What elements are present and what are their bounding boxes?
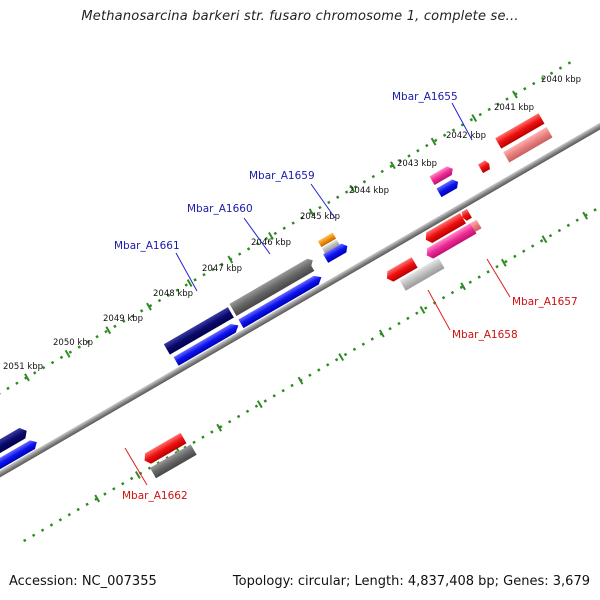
map-title: Methanosarcina barkeri str. fusaro chrom… — [81, 9, 519, 24]
leader-line — [310, 183, 336, 219]
genome-summary-text: Topology: circular; Length: 4,837,408 bp… — [232, 574, 590, 589]
tick-label: 2041 kbp — [494, 103, 534, 113]
tick-label: 2043 kbp — [397, 159, 437, 169]
scale-tick-labels: 2040 kbp 2041 kbp 2042 kbp 2043 kbp 2044… — [3, 75, 581, 372]
leader-line — [486, 258, 511, 298]
gene-small-red[interactable] — [478, 159, 492, 174]
gene-label-a1662[interactable]: Mbar_A1662 — [122, 490, 188, 502]
tick-label: 2050 kbp — [53, 338, 93, 348]
gene-a1660-dgray[interactable] — [229, 257, 317, 317]
gene-a1658-lgray[interactable] — [399, 257, 445, 291]
inner-track — [23, 178, 600, 543]
gene-a1657-red[interactable] — [423, 213, 466, 245]
gene-a1657-lred[interactable] — [470, 219, 482, 232]
gene-a1662-red[interactable] — [142, 432, 187, 466]
gene-edge-red[interactable] — [495, 113, 545, 149]
gene-a1657-small-red[interactable] — [460, 209, 472, 222]
gene-left-blue[interactable] — [0, 438, 39, 478]
backbone — [0, 106, 600, 494]
gene-a1660-blue[interactable] — [238, 273, 323, 329]
tick-label: 2051 kbp — [3, 362, 43, 372]
leader-line — [243, 217, 271, 255]
gene-label-a1655[interactable]: Mbar_A1655 — [392, 91, 458, 103]
leader-line — [451, 102, 473, 141]
tick-label: 2042 kbp — [446, 131, 486, 141]
gene-a1659-blue[interactable] — [323, 242, 350, 263]
tick-label: 2049 kbp — [103, 314, 143, 324]
gene-label-a1658[interactable]: Mbar_A1658 — [452, 329, 518, 341]
tick-label: 2047 kbp — [202, 264, 242, 274]
gene-a1655-blue[interactable] — [436, 177, 460, 198]
gene-label-a1661[interactable]: Mbar_A1661 — [114, 240, 180, 252]
gene-a1659-lgray[interactable] — [321, 239, 340, 254]
gene-a1661-blue[interactable] — [173, 321, 241, 366]
tick-label: 2046 kbp — [251, 238, 291, 248]
accession-text: Accession: NC_007355 — [9, 574, 157, 589]
gene-left-navy[interactable] — [0, 426, 30, 465]
tick-label: 2040 kbp — [541, 75, 581, 85]
gene-a1661-navy[interactable] — [163, 307, 234, 355]
gene-a1655-pink[interactable] — [429, 164, 455, 186]
gene-label-a1659[interactable]: Mbar_A1659 — [249, 170, 315, 182]
gene-a1662-dgray[interactable] — [149, 444, 197, 479]
scale-major-ticks — [24, 90, 518, 382]
reverse-gene-labels: Mbar_A1657 Mbar_A1658 Mbar_A1662 — [122, 258, 578, 502]
gene-label-a1657[interactable]: Mbar_A1657 — [512, 296, 578, 308]
gene-a1658-red[interactable] — [384, 257, 418, 283]
leader-line — [124, 447, 148, 486]
gene-a1659-orange[interactable] — [317, 232, 337, 248]
tick-label: 2044 kbp — [349, 186, 389, 196]
gene-a1657-pink[interactable] — [424, 223, 477, 260]
tick-label: 2045 kbp — [300, 212, 340, 222]
gene-edge-lred[interactable] — [503, 127, 553, 163]
leader-line — [427, 289, 451, 331]
gene-label-a1660[interactable]: Mbar_A1660 — [187, 203, 253, 215]
tick-label: 2048 kbp — [153, 289, 193, 299]
leader-line — [175, 252, 198, 292]
forward-gene-labels: Mbar_A1655 Mbar_A1659 Mbar_A1660 Mbar_A1… — [114, 91, 473, 292]
